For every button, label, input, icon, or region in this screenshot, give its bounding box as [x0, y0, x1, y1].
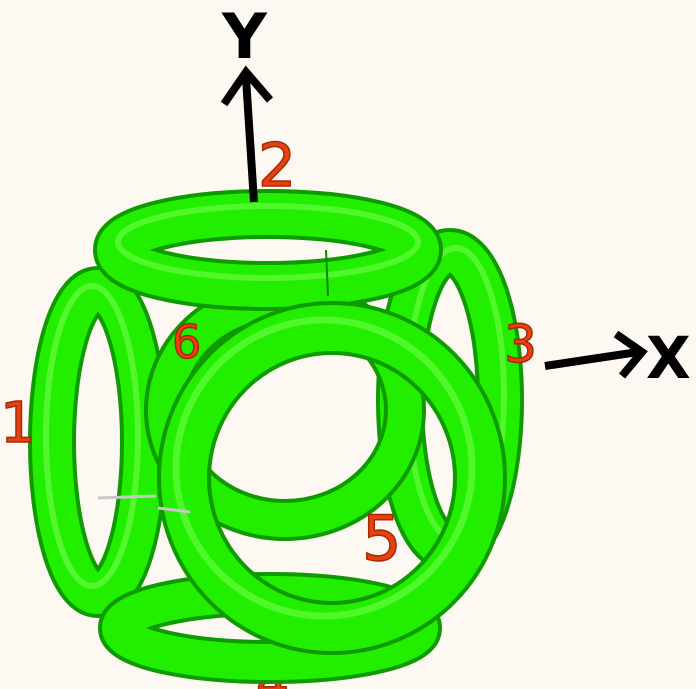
x-axis [544, 330, 648, 379]
face-label-1: 1 [0, 391, 36, 456]
y-axis [220, 65, 274, 203]
face-label-5: 5 [362, 502, 401, 575]
x-axis-label: X [646, 324, 691, 392]
torus-ring-2 [93, 189, 443, 311]
face-label-3: 3 [504, 315, 537, 375]
face-label-2: 2 [258, 131, 296, 201]
face-label-6: 6 [172, 315, 201, 369]
torus-ring-1 [28, 266, 168, 618]
y-axis-label: Y [221, 0, 268, 73]
ring-seam [97, 494, 157, 500]
torus-ring-5 [157, 301, 507, 655]
